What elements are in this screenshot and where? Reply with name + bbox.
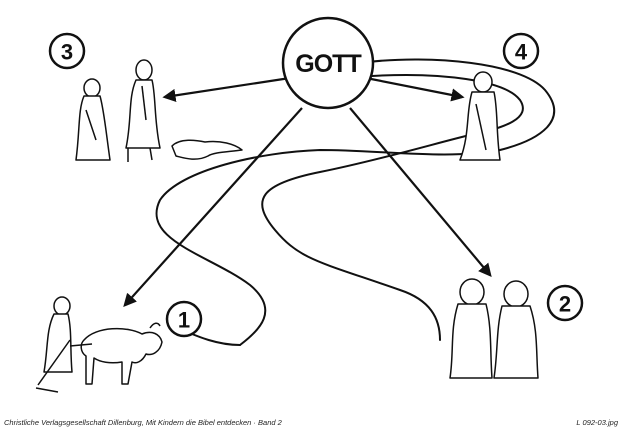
scene-1-plowing (36, 297, 162, 392)
marker-1-label: 1 (178, 308, 190, 333)
arrow-to-3 (165, 78, 290, 97)
marker-4: 4 (504, 34, 538, 68)
farmer-figure (44, 297, 72, 372)
arrow-to-4 (366, 78, 462, 97)
robed-figure-right (126, 60, 160, 162)
file-id: L 092-03.jpg (576, 418, 618, 427)
ox (81, 323, 162, 384)
marker-2: 2 (548, 286, 582, 320)
arrows (125, 78, 490, 305)
scene-3-figures (76, 60, 242, 162)
robed-figure-left (76, 79, 110, 160)
marker-3-label: 3 (61, 40, 73, 65)
credit-line: Christliche Verlagsgesellschaft Dillenbu… (4, 418, 282, 427)
center-node: GOTT (283, 18, 373, 108)
marker-2-label: 2 (559, 292, 571, 317)
scene-2-figures (450, 279, 538, 378)
marker-3: 3 (50, 34, 84, 68)
robed-figure-b (494, 281, 538, 378)
center-label: GOTT (295, 50, 361, 78)
discarded-garment (172, 140, 242, 159)
marker-4-label: 4 (515, 40, 528, 65)
marker-1: 1 (167, 302, 201, 336)
robed-figure-a (450, 279, 492, 378)
